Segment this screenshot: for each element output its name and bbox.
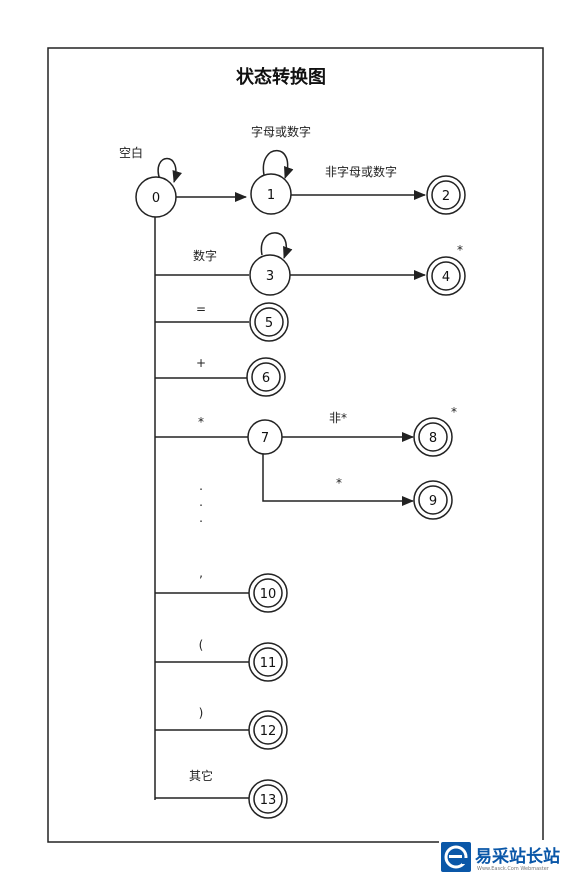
label-dot-3: . [199, 511, 203, 525]
label-edge-0-3: 数字 [193, 248, 217, 263]
state-1: 1 [250, 173, 292, 215]
edges [154, 149, 426, 800]
label-edge-7-8: 非* [329, 411, 347, 425]
label-dot-2: . [199, 495, 203, 509]
state-12-final: 12 [248, 710, 288, 750]
watermark-subtext: Www.Easck.Com Webmaster [477, 866, 550, 872]
state-label: 12 [260, 724, 277, 739]
label-edge-0-11: ( [199, 638, 204, 652]
state-label: 9 [429, 494, 437, 509]
edge-labels: 空白 字母或数字 非字母或数字 数字 * = + * 非* * * . . . … [119, 124, 463, 783]
state-2-final: 2 [426, 175, 466, 215]
label-self-loop-0: 空白 [119, 145, 143, 160]
watermark-text: 易采站长站 [475, 846, 560, 867]
label-edge-7-9: * [336, 476, 342, 490]
state-label: 6 [262, 371, 270, 386]
state-13-final: 13 [248, 779, 288, 819]
state-6-final: 6 [246, 357, 286, 397]
label-edge-0-10: , [199, 566, 203, 580]
self-loop-1 [262, 149, 294, 179]
state-label: 10 [260, 587, 277, 602]
state-label: 0 [152, 191, 160, 206]
state-label: 3 [266, 269, 274, 284]
self-loop-0 [157, 157, 183, 183]
label-dot-1: . [199, 479, 203, 493]
label-edge-0-6: + [196, 356, 206, 370]
self-loop-3 [260, 232, 293, 259]
state-label: 5 [265, 316, 273, 331]
diagram-frame [47, 47, 544, 843]
label-edge-0-13: 其它 [189, 768, 213, 783]
label-edge-0-5: = [196, 302, 206, 316]
state-label: 4 [442, 270, 450, 285]
state-7: 7 [247, 419, 283, 455]
watermark: 易采站长站 Www.Easck.Com Webmaster [439, 840, 575, 874]
label-star-8: * [451, 405, 457, 419]
states: 0 1 2 3 4 5 6 [135, 173, 466, 819]
state-label: 1 [267, 188, 275, 203]
state-9-final: 9 [413, 480, 453, 520]
state-11-final: 11 [248, 642, 288, 682]
state-4-final: 4 [426, 256, 466, 296]
state-label: 8 [429, 431, 437, 446]
state-5-final: 5 [249, 302, 289, 342]
e-logo-icon [441, 842, 471, 872]
label-star-4: * [457, 243, 463, 257]
state-label: 2 [442, 189, 450, 204]
diagram-title: 状态转换图 [236, 66, 326, 88]
label-self-loop-1: 字母或数字 [251, 124, 311, 139]
label-edge-0-12: ) [199, 706, 204, 720]
label-edge-0-7: * [198, 415, 204, 429]
state-3: 3 [249, 254, 291, 296]
state-label: 13 [260, 793, 277, 808]
state-8-final: 8 [413, 417, 453, 457]
state-10-final: 10 [248, 573, 288, 613]
label-edge-1-2: 非字母或数字 [325, 164, 397, 179]
edge-7-9 [262, 454, 414, 506]
state-0: 0 [135, 176, 177, 218]
state-label: 7 [261, 431, 269, 446]
state-label: 11 [260, 656, 277, 671]
